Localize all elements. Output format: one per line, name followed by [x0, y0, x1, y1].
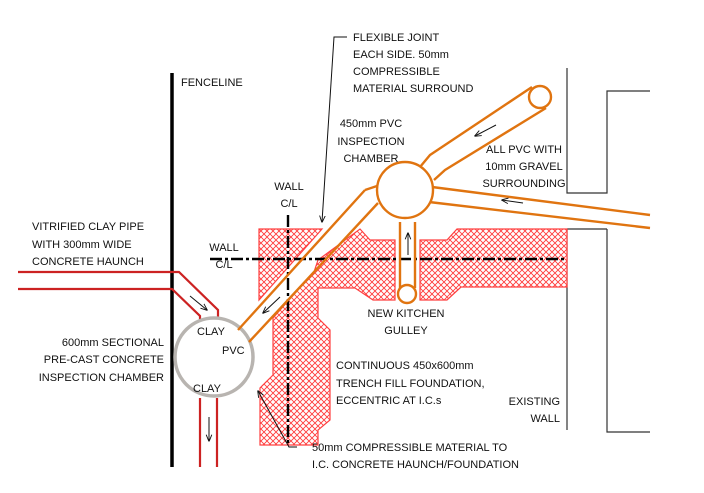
label-compressible: 50mm COMPRESSIBLE MATERIAL TO I.C. CONCR…: [312, 442, 519, 471]
label-all-pvc: ALL PVC WITH 10mm GRAVEL SURROUNDING: [482, 144, 565, 190]
svg-text:MATERIAL SURROUND: MATERIAL SURROUND: [353, 83, 473, 95]
leader-compressible: [258, 391, 297, 448]
kitchen-gulley: [396, 283, 418, 305]
leader-flexible-joint: [322, 36, 347, 222]
svg-text:PRE-CAST CONCRETE: PRE-CAST CONCRETE: [44, 354, 164, 366]
svg-text:450mm PVC: 450mm PVC: [340, 118, 402, 130]
svg-text:GULLEY: GULLEY: [384, 325, 428, 337]
svg-text:C/L: C/L: [280, 198, 297, 210]
foundation-right-block: [419, 228, 568, 301]
svg-text:WALL: WALL: [530, 413, 560, 425]
svg-text:WALL: WALL: [209, 242, 239, 254]
clay-pipe-outlet: [198, 398, 219, 467]
svg-text:INSPECTION: INSPECTION: [337, 136, 404, 148]
label-flexible-joint: FLEXIBLE JOINT EACH SIDE. 50mm COMPRESSI…: [353, 32, 473, 95]
svg-text:EXISTING: EXISTING: [509, 396, 560, 408]
foundation-left-block: [258, 228, 324, 302]
label-wall-cl-left: WALL C/L: [209, 242, 239, 271]
svg-text:ECCENTRIC AT I.C.s: ECCENTRIC AT I.C.s: [336, 395, 442, 407]
label-pvc-chamber: 450mm PVC INSPECTION CHAMBER: [337, 118, 404, 165]
label-precast-chamber: 600mm SECTIONAL PRE-CAST CONCRETE INSPEC…: [39, 337, 164, 384]
label-existing-wall: EXISTING WALL: [509, 396, 560, 425]
pvc-pipe-gulley: [396, 222, 418, 305]
precast-inspection-chamber: [173, 316, 255, 398]
svg-text:10mm GRAVEL: 10mm GRAVEL: [485, 161, 562, 173]
label-wall-cl-upper: WALL C/L: [274, 181, 304, 210]
label-chamber-clay-bottom: CLAY: [193, 383, 222, 395]
svg-text:WALL: WALL: [274, 181, 304, 193]
svg-text:CHAMBER: CHAMBER: [343, 153, 398, 165]
svg-text:COMPRESSIBLE: COMPRESSIBLE: [353, 66, 440, 78]
label-clay-pipe: VITRIFIED CLAY PIPE WITH 300mm WIDE CONC…: [32, 221, 144, 268]
label-chamber-pvc: PVC: [222, 345, 245, 357]
svg-text:50mm COMPRESSIBLE MATERIAL TO: 50mm COMPRESSIBLE MATERIAL TO: [312, 442, 508, 454]
svg-text:WITH 300mm WIDE: WITH 300mm WIDE: [32, 239, 132, 251]
svg-text:CONCRETE HAUNCH: CONCRETE HAUNCH: [32, 256, 144, 268]
svg-text:ALL PVC WITH: ALL PVC WITH: [486, 144, 562, 156]
flow-arrows: [189, 124, 524, 441]
svg-text:CONTINUOUS 450x600mm: CONTINUOUS 450x600mm: [336, 360, 474, 372]
pvc-pipe-right-branch: [428, 185, 651, 230]
pvc-pipe-upper-branch: [419, 84, 553, 181]
label-fenceline: FENCELINE: [181, 77, 243, 89]
pvc-inspection-chamber: [375, 160, 435, 220]
existing-wall: [566, 228, 650, 433]
foundation-center-block: [259, 228, 396, 446]
label-kitchen-gulley: NEW KITCHEN GULLEY: [368, 308, 445, 337]
clay-pipe-inlet: [18, 270, 220, 322]
svg-text:VITRIFIED CLAY PIPE: VITRIFIED CLAY PIPE: [32, 221, 144, 233]
svg-text:FLEXIBLE JOINT: FLEXIBLE JOINT: [353, 32, 439, 44]
existing-building-upper: [566, 68, 650, 194]
label-trench-fill: CONTINUOUS 450x600mm TRENCH FILL FOUNDAT…: [336, 360, 485, 407]
trench-fill-foundation: [258, 228, 568, 446]
svg-text:SURROUNDING: SURROUNDING: [482, 178, 565, 190]
svg-text:EACH SIDE. 50mm: EACH SIDE. 50mm: [353, 49, 449, 61]
svg-text:600mm SECTIONAL: 600mm SECTIONAL: [62, 337, 164, 349]
svg-text:I.C. CONCRETE HAUNCH/FOUNDATIO: I.C. CONCRETE HAUNCH/FOUNDATION: [312, 459, 519, 471]
svg-text:TRENCH FILL FOUNDATION,: TRENCH FILL FOUNDATION,: [336, 378, 485, 390]
label-chamber-clay-top: CLAY: [197, 326, 226, 338]
svg-text:INSPECTION CHAMBER: INSPECTION CHAMBER: [39, 372, 164, 384]
svg-text:NEW KITCHEN: NEW KITCHEN: [368, 308, 445, 320]
svg-text:C/L: C/L: [215, 259, 232, 271]
